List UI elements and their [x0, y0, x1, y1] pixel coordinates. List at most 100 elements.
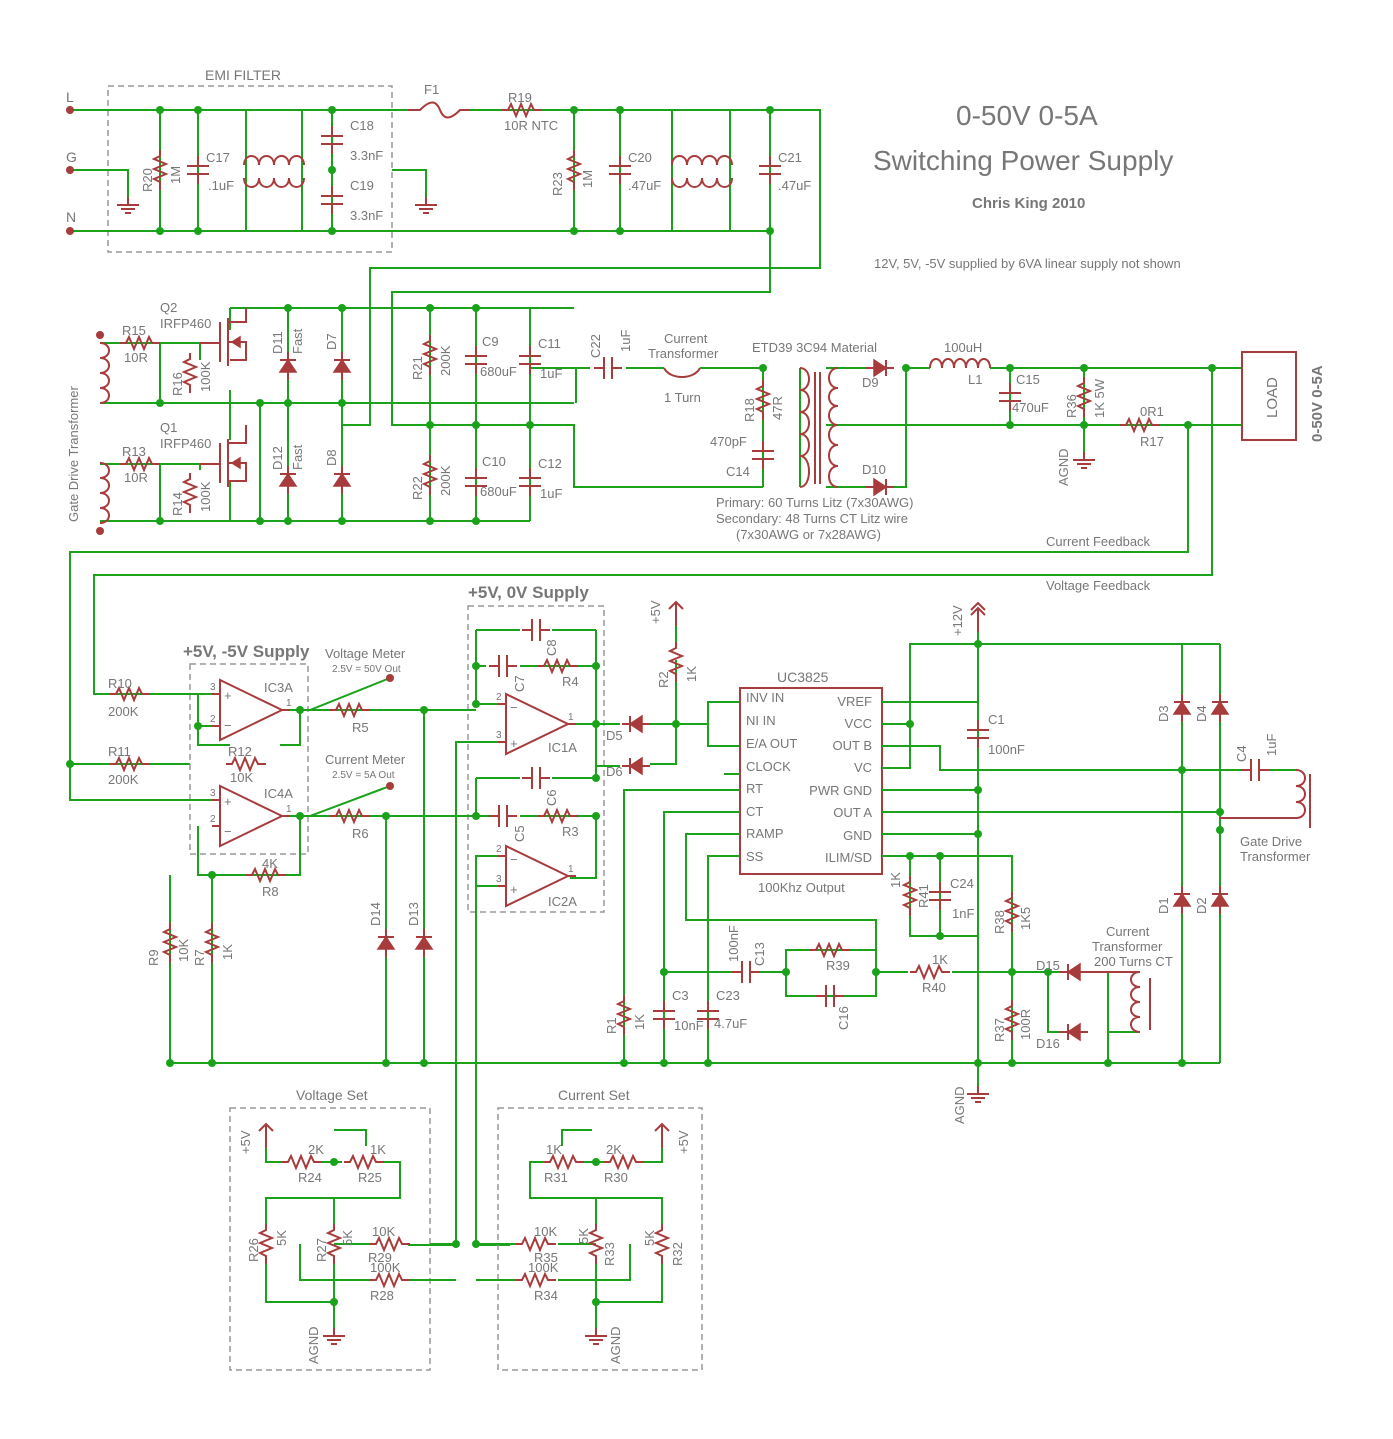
mains-N-label: N [66, 209, 76, 225]
label-R17v: 0R1 [1140, 404, 1164, 419]
transformer-core: ETD39 3C94 Material [752, 340, 877, 355]
choke-2-bottom [671, 177, 733, 188]
resistor-R40 [909, 965, 951, 979]
supply-5v-m5v-box [189, 663, 309, 855]
gate-drive-left-label: Gate Drive Transformer [66, 386, 81, 522]
resistor-R28 [369, 1273, 411, 1287]
voltage-set-label: Voltage Set [296, 1087, 368, 1103]
label-R28v: 100K [370, 1260, 401, 1275]
ct1-turns: 1 Turn [664, 390, 701, 405]
label-R5: R5 [352, 720, 369, 735]
mains-wiring [66, 106, 821, 488]
capacitor-C5 [488, 804, 518, 828]
label-R14: R14 [170, 492, 185, 516]
label-R24: R24 [298, 1170, 322, 1185]
label-C11v: 1uF [540, 366, 562, 381]
label-D14: D14 [368, 902, 383, 926]
resistor-R30 [603, 1155, 645, 1169]
uc-junctions [620, 640, 1224, 1067]
svg-text:−: − [510, 700, 518, 715]
opamp-IC3A: +− [212, 678, 290, 742]
label-R34: R34 [534, 1288, 558, 1303]
label-D15: D15 [1036, 958, 1060, 973]
label-R19: R19 [508, 90, 532, 105]
label-D11v: Fast [290, 328, 305, 354]
label-R20: R20 [140, 168, 155, 192]
label-R23v: 1M [580, 170, 595, 188]
uc-pin-clock: CLOCK [746, 759, 791, 774]
label-D4: D4 [1194, 705, 1209, 722]
fuse-F1 [408, 101, 470, 119]
opamp-IC1A: −+ [498, 692, 576, 756]
label-R29v: 10K [372, 1224, 395, 1239]
voltage-meter-scale: 2.5V = 50V Out [332, 664, 401, 675]
transformer-primary: Primary: 60 Turns Litz (7x30AWG) [716, 495, 913, 510]
label-R16v: 100K [198, 361, 213, 392]
label-Q1v: IRFP460 [160, 436, 211, 451]
diode-D4 [1211, 693, 1229, 723]
label-C9v: 680uF [480, 364, 517, 379]
label-R33v: 5K [576, 1228, 591, 1244]
choke-1-top [243, 155, 305, 166]
ct2-line2: Transformer [1092, 939, 1163, 954]
diode-D2 [1211, 885, 1229, 915]
component-labels: F1 R19 10R NTC R20 1M C17 .1uF C18 3.3nF… [108, 82, 1279, 1303]
transformer-dot [96, 331, 104, 339]
inductor-L1 [929, 358, 991, 369]
label-C15: C15 [1016, 372, 1040, 387]
diode-D16 [1059, 1023, 1089, 1041]
label-D16: D16 [1036, 1036, 1060, 1051]
ct1-line1: Current [664, 331, 708, 346]
gate-transformer-winding-top [99, 342, 110, 404]
main-transformer [799, 367, 839, 488]
label-R40v: 1K [932, 952, 948, 967]
feedback-wiring [66, 368, 1213, 801]
uc3825-output: 100Khz Output [758, 880, 845, 895]
label-R2v: 1K [684, 666, 699, 682]
uc-pin-rt: RT [746, 781, 763, 796]
diode-D9 [865, 359, 895, 377]
uc-pin-ea-out: E/A OUT [746, 736, 797, 751]
label-R7v: 1K [220, 944, 235, 960]
pin-ic4a-3: 3 [210, 788, 216, 799]
label-R30: R30 [604, 1170, 628, 1185]
label-R15v: 10R [124, 350, 148, 365]
svg-text:+: + [224, 688, 232, 703]
uc3825-name: UC3825 [777, 669, 829, 685]
label-C9: C9 [482, 334, 499, 349]
label-D10: D10 [862, 462, 886, 477]
resistor-R14 [183, 472, 197, 514]
label-R31v: 1K [546, 1142, 562, 1157]
gate-transformer-winding-bottom [99, 462, 110, 524]
label-C17v: .1uF [208, 178, 234, 193]
label-R8: R8 [262, 884, 279, 899]
resistor-R34 [515, 1273, 557, 1287]
diode-D13 [415, 928, 433, 958]
label-C8: C8 [544, 639, 559, 656]
ct2-line3: 200 Turns CT [1094, 954, 1173, 969]
uc-pin-vc: VC [854, 760, 872, 775]
diode-D5 [621, 715, 651, 733]
label-R10v: 200K [108, 704, 139, 719]
resistor-R32 [655, 1223, 669, 1265]
label-R16: R16 [170, 372, 185, 396]
label-C14: C14 [726, 464, 750, 479]
agnd-main: AGND [952, 1086, 967, 1124]
uc-pin-ss: SS [746, 849, 764, 864]
mosfet-Q2 [200, 308, 247, 366]
label-R32v: 5K [642, 1230, 657, 1246]
label-R9: R9 [146, 949, 161, 966]
label-C12v: 1uF [540, 486, 562, 501]
voltage-meter-label: Voltage Meter [325, 646, 406, 661]
label-D6: D6 [606, 764, 623, 779]
label-C12: C12 [538, 456, 562, 471]
label-C24v: 1nF [952, 906, 974, 921]
capacitor-C6 [521, 766, 551, 790]
resistor-R26 [259, 1223, 273, 1265]
pin-ic2a-2: 2 [496, 844, 502, 855]
mains-L-label: L [66, 89, 74, 105]
label-C13v: 100nF [726, 925, 741, 962]
label-C3v: 10nF [674, 1018, 704, 1033]
label-C19v: 3.3nF [350, 208, 383, 223]
